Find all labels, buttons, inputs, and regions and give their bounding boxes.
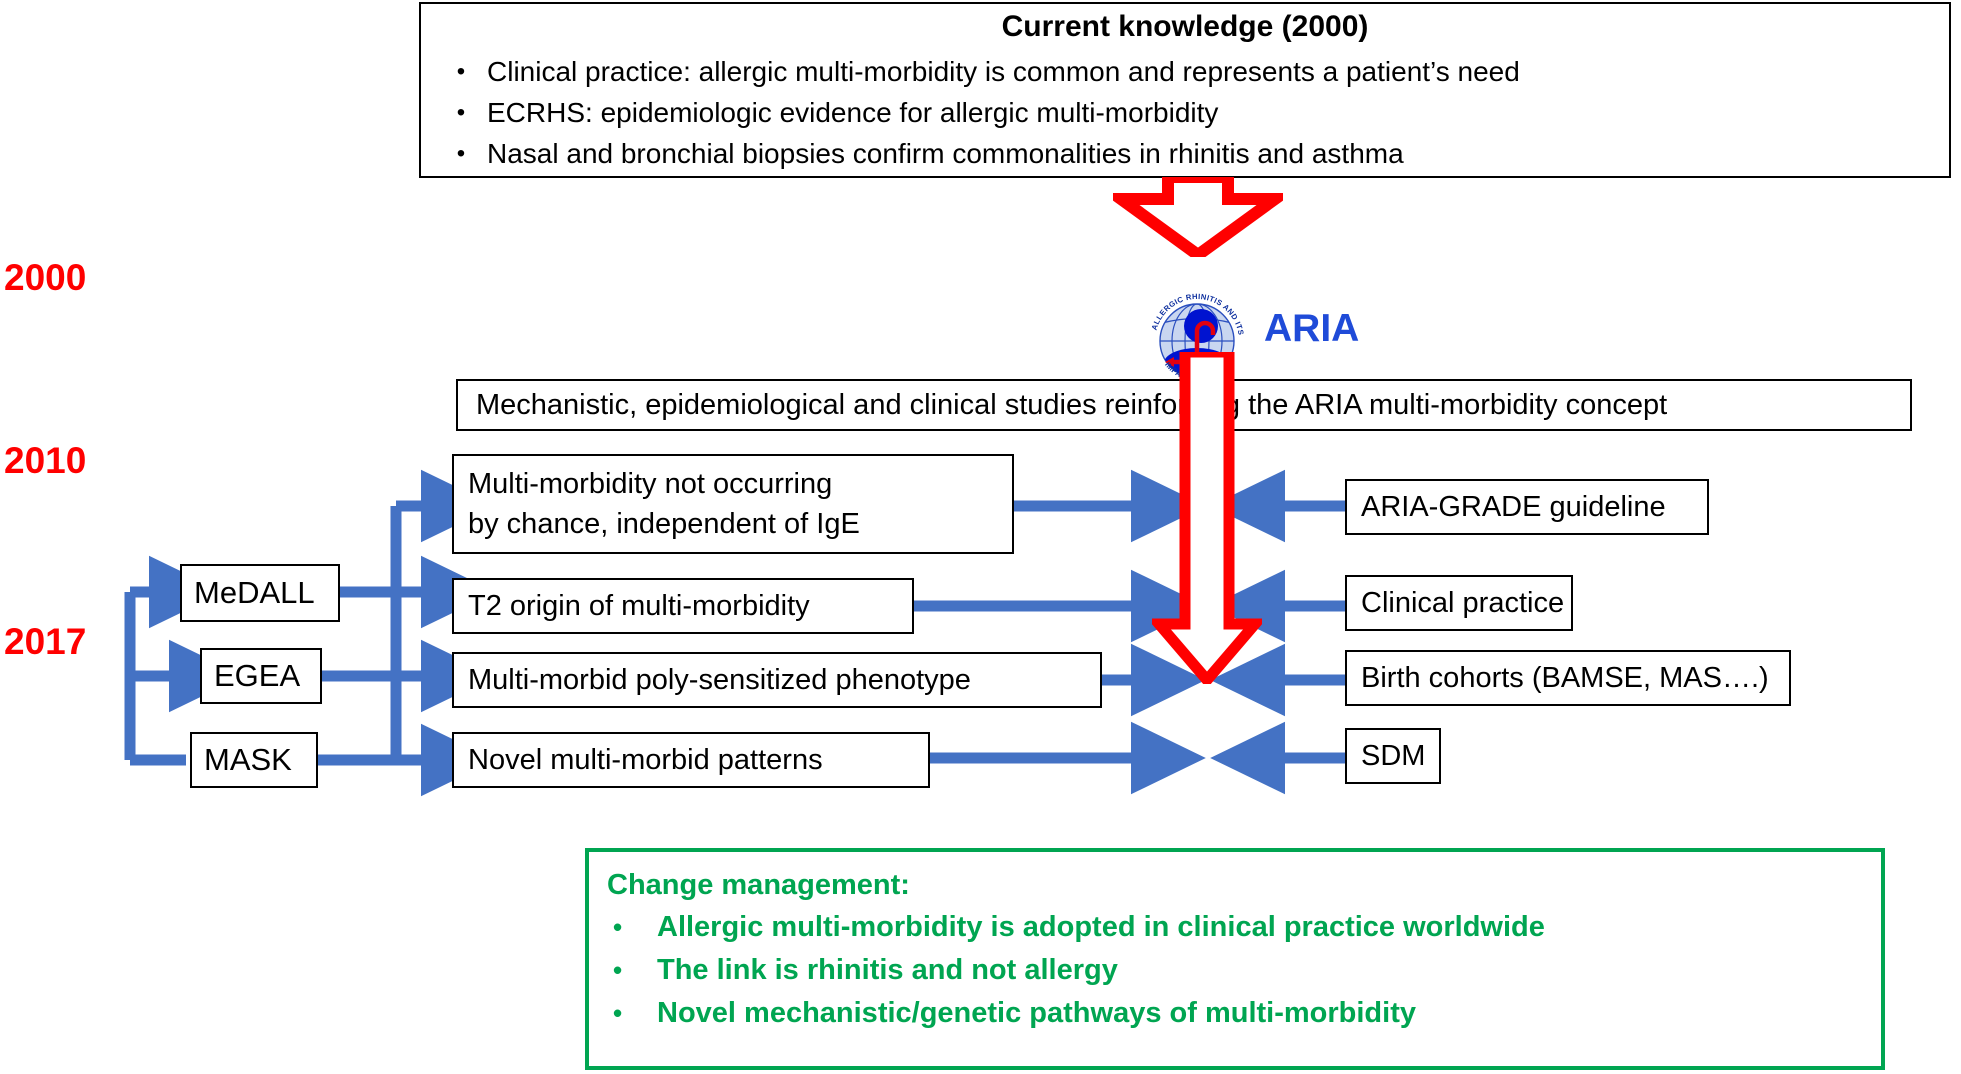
finding-t2-label: T2 origin of multi-morbidity: [468, 590, 810, 622]
knowledge-bullet-1: • Clinical practice: allergic multi-morb…: [435, 54, 1935, 90]
bullet-glyph: •: [456, 99, 466, 126]
outcome-bullet-3: • Novel mechanistic/genetic pathways of …: [605, 992, 1865, 1034]
change-management-box: Change management: • Allergic multi-morb…: [585, 848, 1885, 1070]
finding-igE-line1: Multi-morbidity not occurring: [468, 468, 833, 500]
evidence-box-birth-cohorts: Birth cohorts (BAMSE, MAS….): [1345, 650, 1791, 706]
source-box-egea: EGEA: [200, 648, 322, 704]
finding-box-poly-sensitized: Multi-morbid poly-sensitized phenotype: [452, 652, 1102, 708]
source-mask-label: MASK: [204, 742, 292, 777]
finding-novel-label: Novel multi-morbid patterns: [468, 744, 823, 776]
mechanistic-studies-label: Mechanistic, epidemiological and clinica…: [476, 389, 1668, 421]
finding-box-igE: Multi-morbidity not occurring by chance,…: [452, 454, 1014, 554]
bullet-glyph: •: [613, 912, 623, 942]
current-knowledge-box: Current knowledge (2000) • Clinical prac…: [419, 2, 1951, 178]
timeline-year-2010: 2010: [4, 440, 87, 481]
evidence-birth-cohorts-label: Birth cohorts (BAMSE, MAS….): [1361, 661, 1769, 694]
source-box-mask: MASK: [190, 732, 318, 788]
source-medall-label: MeDALL: [194, 575, 315, 610]
aria-wordmark: ARIA: [1264, 307, 1360, 350]
red-down-arrow-main-icon: [1152, 352, 1262, 684]
evidence-clinical-practice-label: Clinical practice: [1361, 586, 1565, 619]
timeline-year-2017: 2017: [4, 621, 87, 662]
bullet-glyph: •: [613, 955, 623, 985]
finding-box-novel-patterns: Novel multi-morbid patterns: [452, 732, 930, 788]
evidence-sdm-label: SDM: [1361, 739, 1426, 772]
source-box-medall: MeDALL: [180, 564, 340, 622]
bullet-glyph: •: [456, 140, 466, 167]
knowledge-bullet-3: • Nasal and bronchial biopsies confirm c…: [435, 136, 1935, 172]
knowledge-bullet-1-text: Clinical practice: allergic multi-morbid…: [487, 56, 1520, 87]
evidence-box-aria-grade: ARIA-GRADE guideline: [1345, 479, 1709, 535]
outcome-bullet-2-text: The link is rhinitis and not allergy: [657, 954, 1118, 986]
evidence-aria-grade-label: ARIA-GRADE guideline: [1361, 490, 1666, 523]
bullet-glyph: •: [613, 998, 623, 1028]
knowledge-bullet-2-text: ECRHS: epidemiologic evidence for allerg…: [487, 97, 1219, 128]
outcome-bullet-2: • The link is rhinitis and not allergy: [605, 949, 1865, 991]
red-down-arrow-top-icon: [1113, 177, 1283, 257]
source-egea-label: EGEA: [214, 658, 301, 693]
finding-poly-label: Multi-morbid poly-sensitized phenotype: [468, 664, 971, 696]
bullet-glyph: •: [456, 58, 466, 85]
change-management-heading: Change management:: [607, 869, 910, 901]
outcome-bullet-1-text: Allergic multi-morbidity is adopted in c…: [657, 911, 1545, 943]
timeline-year-2000: 2000: [4, 257, 87, 298]
evidence-box-sdm: SDM: [1345, 728, 1441, 784]
knowledge-bullet-2: • ECRHS: epidemiologic evidence for alle…: [435, 95, 1935, 131]
current-knowledge-heading: Current knowledge (2000): [1001, 10, 1369, 43]
knowledge-bullet-3-text: Nasal and bronchial biopsies confirm com…: [487, 138, 1404, 169]
evidence-box-clinical-practice: Clinical practice: [1345, 575, 1573, 631]
outcome-bullet-1: • Allergic multi-morbidity is adopted in…: [605, 906, 1865, 948]
finding-igE-line2: by chance, independent of IgE: [468, 508, 860, 540]
outcome-bullet-3-text: Novel mechanistic/genetic pathways of mu…: [657, 997, 1416, 1029]
finding-box-t2-origin: T2 origin of multi-morbidity: [452, 578, 914, 634]
